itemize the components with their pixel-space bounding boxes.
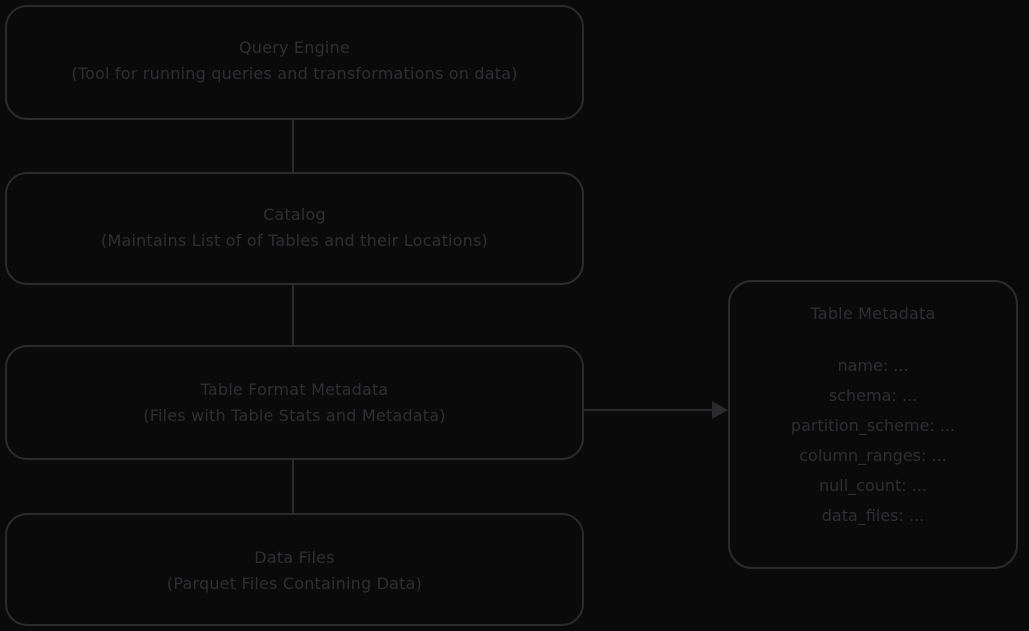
table-metadata-field: name: ...	[837, 356, 909, 375]
table-metadata-field: schema: ...	[828, 386, 918, 405]
node-table-format-metadata-subtitle: (Files with Table Stats and Metadata)	[143, 406, 446, 425]
node-table-metadata[interactable]: Table Metadata name: ... schema: ... par…	[728, 280, 1018, 569]
table-metadata-field-list: name: ... schema: ... partition_scheme: …	[791, 351, 955, 531]
node-data-files-subtitle: (Parquet Files Containing Data)	[166, 574, 423, 593]
table-metadata-field: partition_scheme: ...	[790, 416, 956, 435]
connector-catalog-to-table-format-metadata	[292, 285, 294, 345]
node-catalog-title: Catalog	[263, 205, 326, 224]
table-metadata-field: column_ranges: ...	[799, 446, 947, 465]
arrow-right-icon	[712, 401, 728, 419]
node-catalog-subtitle: (Maintains List of of Tables and their L…	[101, 231, 488, 250]
table-metadata-field: data_files: ...	[821, 506, 925, 525]
node-table-format-metadata[interactable]: Table Format Metadata (Files with Table …	[5, 345, 584, 460]
node-table-metadata-title: Table Metadata	[810, 304, 936, 323]
node-query-engine[interactable]: Query Engine (Tool for running queries a…	[5, 5, 584, 120]
node-catalog[interactable]: Catalog (Maintains List of of Tables and…	[5, 172, 584, 285]
node-data-files-title: Data Files	[254, 548, 335, 567]
connector-table-format-metadata-to-data-files	[292, 460, 294, 513]
connector-table-format-metadata-to-table-metadata	[584, 409, 724, 411]
node-data-files[interactable]: Data Files (Parquet Files Containing Dat…	[5, 513, 584, 626]
node-query-engine-title: Query Engine	[239, 38, 350, 57]
connector-query-engine-to-catalog	[292, 120, 294, 172]
node-query-engine-subtitle: (Tool for running queries and transforma…	[71, 64, 518, 83]
table-metadata-field: null_count: ...	[818, 476, 928, 495]
node-table-format-metadata-title: Table Format Metadata	[200, 380, 389, 399]
